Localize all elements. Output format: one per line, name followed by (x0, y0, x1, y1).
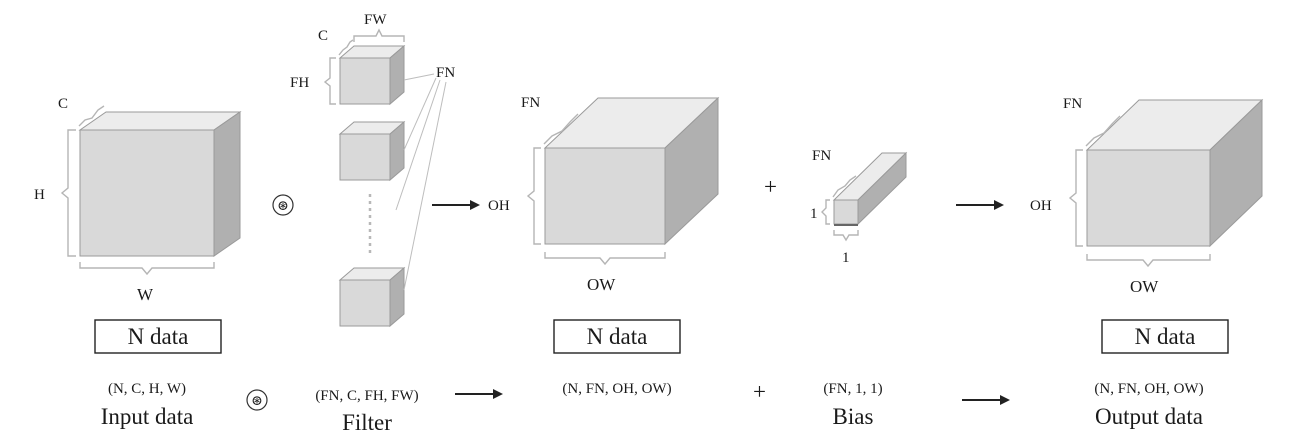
output-oh-brace (1068, 149, 1083, 247)
conv-output-block: FN OH OW (488, 95, 720, 294)
filter-title: Filter (342, 410, 392, 435)
input-c-brace (78, 105, 105, 127)
bias-block: FN 1 1 (810, 148, 908, 266)
input-block-side (213, 111, 241, 257)
bias-title: Bias (833, 404, 874, 429)
conv-output-dim-oh: OH (488, 198, 510, 214)
n-data-label-input: N data (128, 324, 189, 349)
filter-cube-3 (338, 266, 406, 328)
conv-output-dim-fn: FN (521, 95, 540, 111)
output-block-front (1086, 149, 1211, 247)
bias-block-front (833, 199, 859, 225)
output-dim-ow: OW (1130, 277, 1159, 296)
bias-h-brace (821, 199, 830, 225)
filter-c-brace (338, 39, 354, 56)
output-dim-fn: FN (1063, 96, 1082, 112)
conv-output-dim-ow: OW (587, 275, 616, 294)
plus-operator-bottom: + (753, 379, 766, 404)
conv-output-front (544, 147, 666, 245)
fn-line-4 (403, 81, 447, 291)
conv-output-shape: (N, FN, OH, OW) (562, 381, 671, 397)
fn-line-1 (403, 73, 435, 81)
fn-line-3 (395, 79, 441, 211)
arrow-top-1 (432, 200, 480, 210)
filter-shape: (FN, C, FH, FW) (315, 388, 418, 404)
output-dim-oh: OH (1030, 198, 1052, 214)
filter-stack: FW C FH FN (290, 12, 455, 328)
output-fn-brace (1085, 115, 1121, 147)
conv-operator-bottom-symbol: ⊛ (251, 394, 263, 409)
bias-shape: (FN, 1, 1) (823, 381, 882, 397)
output-title: Output data (1095, 404, 1203, 429)
input-block-front (79, 129, 215, 257)
filter-fh-brace (323, 57, 336, 105)
input-title: Input data (101, 404, 194, 429)
filter-dim-c: C (318, 28, 328, 44)
bias-dim-h: 1 (810, 206, 818, 222)
bias-fn-brace (832, 175, 857, 198)
arrow-top-2 (956, 200, 1004, 210)
n-data-box-output: N data (1101, 319, 1229, 354)
conv-output-fn-brace (543, 113, 579, 145)
input-dim-w: W (137, 285, 154, 304)
conv-operator-top: ⊛ (272, 194, 294, 216)
input-dim-h: H (34, 187, 45, 203)
arrow-bottom-2 (962, 395, 1010, 405)
arrow-bottom-1 (455, 389, 503, 399)
input-w-brace (79, 262, 215, 276)
output-block: FN OH OW (1030, 96, 1264, 296)
input-block-top (78, 111, 242, 131)
filter-cube-2 (338, 120, 406, 182)
conv-output-ow-brace (544, 252, 666, 266)
output-shape: (N, FN, OH, OW) (1094, 381, 1203, 397)
bias-w-brace (833, 230, 859, 242)
conv-output-oh-brace (526, 147, 541, 245)
n-data-box-conv-output: N data (553, 319, 681, 354)
filter-cube-1 (338, 44, 406, 106)
fn-line-2 (403, 77, 437, 151)
n-data-box-input: N data (94, 319, 222, 354)
input-data-block: C H W (34, 96, 242, 304)
n-data-label-output: N data (1135, 324, 1196, 349)
input-shape: (N, C, H, W) (108, 381, 186, 397)
filter-dim-fn: FN (436, 65, 455, 81)
filter-fw-brace (353, 28, 405, 42)
conv-operator-circle (272, 194, 294, 216)
output-ow-brace (1086, 254, 1211, 268)
n-data-label-conv-output: N data (587, 324, 648, 349)
input-dim-c: C (58, 96, 68, 112)
input-h-brace (60, 129, 76, 257)
filter-dim-fw: FW (364, 12, 387, 28)
filter-dim-fh: FH (290, 75, 309, 91)
conv-operator-bottom: ⊛ (246, 389, 268, 411)
conv-operator-symbol: ⊛ (277, 199, 289, 214)
plus-operator-top: + (764, 174, 777, 199)
bias-dim-w: 1 (842, 250, 850, 266)
bias-dim-fn: FN (812, 148, 831, 164)
